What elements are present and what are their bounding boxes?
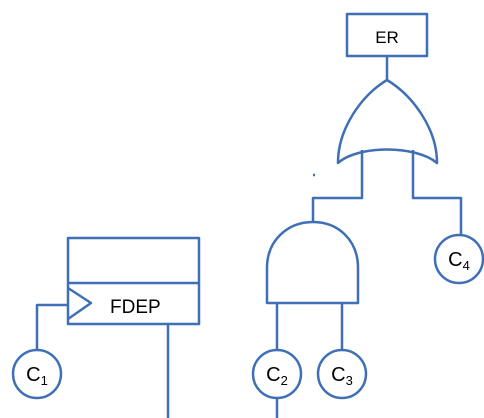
component-c4-label: C4	[448, 249, 470, 273]
component-c1-base: C	[26, 364, 40, 386]
component-c1-label: C1	[26, 364, 48, 388]
component-c4-base: C	[448, 249, 462, 271]
fdep-trigger-icon	[67, 286, 93, 321]
component-c3-base: C	[331, 364, 345, 386]
top-event-label: ER	[375, 28, 399, 47]
component-c3-circle	[316, 348, 368, 400]
connector-c1-fdep	[35, 303, 68, 350]
component-c1-circle	[11, 348, 63, 400]
component-c2-base: C	[266, 364, 280, 386]
and-gate	[265, 220, 360, 305]
component-c2-label: C2	[266, 364, 288, 388]
component-c1-sub: 1	[41, 373, 48, 388]
component-c3-sub: 3	[346, 373, 353, 388]
or-gate	[336, 78, 439, 165]
component-c3-label: C3	[331, 364, 353, 388]
component-c2-sub: 2	[281, 373, 288, 388]
component-c4-circle	[433, 233, 484, 285]
component-c4-sub: 4	[463, 258, 470, 273]
connector-or-and	[311, 150, 364, 222]
fdep-gate-box	[66, 236, 201, 326]
connector-or-c4	[411, 150, 463, 235]
fdep-gate-label: FDEP	[110, 297, 161, 318]
